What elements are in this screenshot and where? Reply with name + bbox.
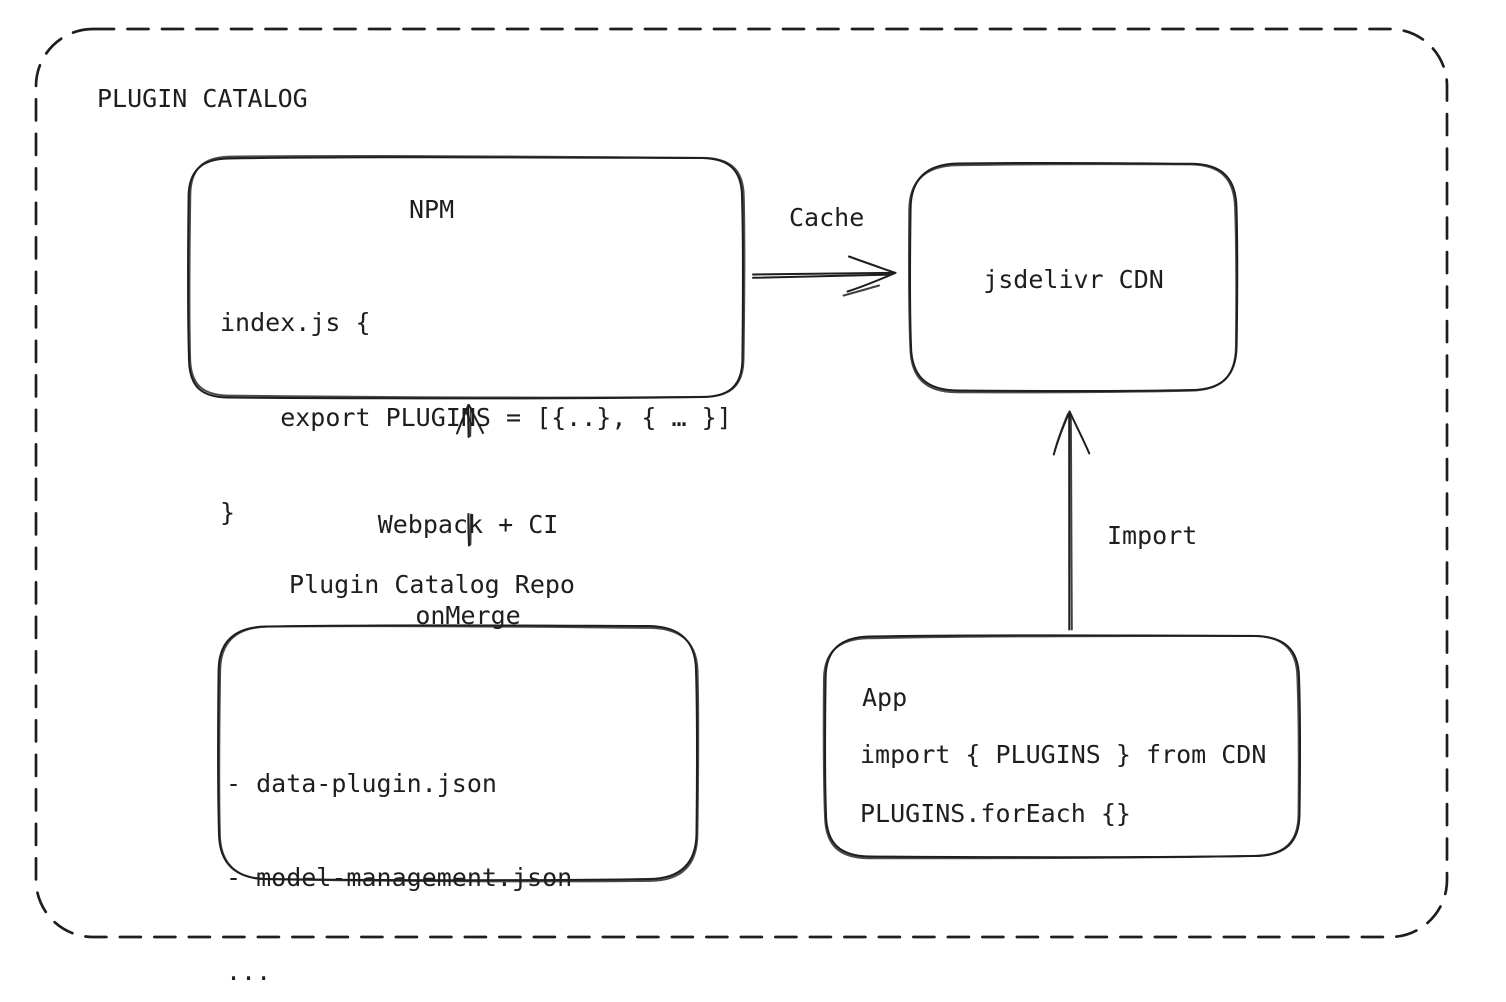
cache-arrow <box>752 255 897 297</box>
npm-box-title: NPM <box>409 195 455 224</box>
npm-code-line: export PLUGINS = [{..}, { … }] <box>220 403 732 432</box>
catalog-boundary-box <box>34 27 1449 939</box>
webpack-edge-label-line2: onMerge <box>415 601 521 630</box>
import-edge-label: Import <box>1107 521 1198 550</box>
cdn-box-title: jsdelivr CDN <box>983 265 1164 294</box>
cdn-box-shape <box>907 161 1239 394</box>
app-box-shape <box>822 634 1302 860</box>
app-code-line2: PLUGINS.forEach {} <box>860 799 1131 828</box>
repo-file-item: - model-management.json <box>226 863 573 892</box>
npm-code-line: index.js { <box>220 308 371 337</box>
webpack-arrow <box>456 404 484 547</box>
app-code-line1: import { PLUGINS } from CDN <box>860 740 1267 769</box>
repo-file-item: - data-plugin.json <box>226 769 497 798</box>
repo-box-label: Plugin Catalog Repo <box>289 570 575 599</box>
npm-code-line: } <box>220 498 236 527</box>
webpack-edge-label: Webpack + CI onMerge <box>333 449 603 691</box>
cache-edge-label: Cache <box>789 203 865 232</box>
repo-box-shape <box>216 624 700 883</box>
repo-file-list: - data-plugin.json - model-management.js… <box>226 707 572 1002</box>
app-box-title: App <box>862 683 908 712</box>
npm-box-shape <box>186 154 746 400</box>
npm-code-block: index.js { export PLUGINS = [{..}, { … }… <box>220 245 732 590</box>
catalog-title: PLUGIN CATALOG <box>97 84 308 113</box>
repo-file-item: ... <box>226 957 272 986</box>
webpack-edge-label-line1: Webpack + CI <box>377 510 559 539</box>
import-arrow <box>1052 410 1091 631</box>
